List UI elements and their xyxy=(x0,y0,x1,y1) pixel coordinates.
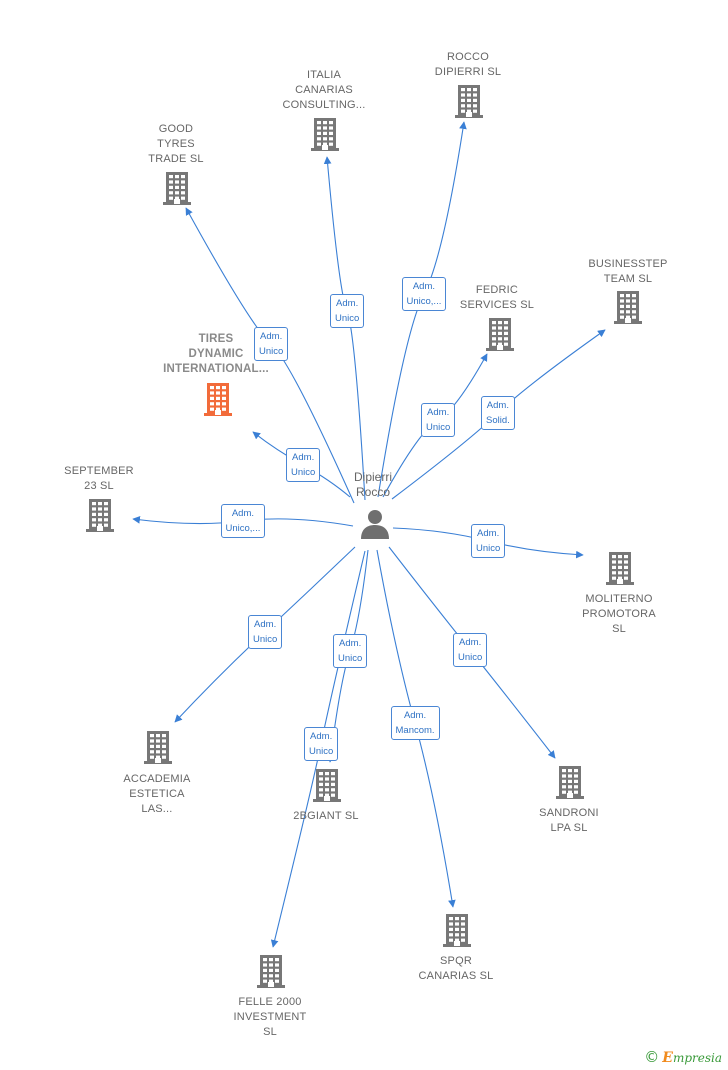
copyright-footer: ©Empresia xyxy=(644,1048,722,1066)
company-label-2bgiant[interactable]: 2BGIANT SL xyxy=(293,810,359,822)
building-icon[interactable] xyxy=(203,381,233,417)
company-label-fedric[interactable]: FEDRIC SERVICES SL xyxy=(459,284,535,311)
company-label-tires-dynamic[interactable]: TIRES DYNAMIC INTERNATIONAL... xyxy=(163,333,269,375)
company-label-rocco-dipierri[interactable]: ROCCO DIPIERRI SL xyxy=(434,51,502,78)
edge-label-fedric[interactable]: Adm. Unico xyxy=(421,403,456,437)
building-icon[interactable] xyxy=(256,953,286,989)
building-icon[interactable] xyxy=(442,912,472,948)
building-icon[interactable] xyxy=(162,170,192,206)
company-label-businessstep[interactable]: BUSINESSTEP TEAM SL xyxy=(588,258,668,285)
brand-initial: E xyxy=(662,1050,673,1066)
company-label-moliterno[interactable]: MOLITERNO PROMOTORA SL xyxy=(582,593,656,635)
edge-label-tires-dynamic[interactable]: Adm. Unico xyxy=(286,448,321,482)
building-icon[interactable] xyxy=(143,729,173,765)
company-label-sandroni[interactable]: SANDRONI LPA SL xyxy=(539,807,599,834)
building-icon[interactable] xyxy=(613,289,643,325)
building-icon[interactable] xyxy=(485,316,515,352)
building-icon[interactable] xyxy=(310,116,340,152)
edge-label-september-23[interactable]: Adm. Unico,... xyxy=(220,504,266,538)
company-label-spqr[interactable]: SPQR CANARIAS SL xyxy=(418,955,494,982)
edge-label-businessstep[interactable]: Adm. Solid. xyxy=(481,396,515,430)
edge-label-sandroni[interactable]: Adm. Unico xyxy=(453,633,488,667)
edge-label-felle-2000[interactable]: Adm. Unico xyxy=(304,727,339,761)
building-icon[interactable] xyxy=(454,83,484,119)
company-label-italia-canarias[interactable]: ITALIA CANARIAS CONSULTING... xyxy=(282,69,366,111)
building-icon[interactable] xyxy=(85,497,115,533)
center-person-label: Dipierri Rocco xyxy=(353,470,392,499)
edge-label-rocco-dipierri[interactable]: Adm. Unico,... xyxy=(401,277,447,311)
building-icon[interactable] xyxy=(312,767,342,803)
brand-name: mpresia xyxy=(672,1051,722,1065)
person-icon[interactable] xyxy=(360,508,390,540)
copyright-icon: © xyxy=(644,1048,660,1066)
company-label-good-tyres[interactable]: GOOD TYRES TRADE SL xyxy=(148,123,204,165)
edge-label-spqr[interactable]: Adm. Mancom. xyxy=(390,706,440,740)
company-label-september-23[interactable]: SEPTEMBER 23 SL xyxy=(64,465,134,492)
building-icon[interactable] xyxy=(555,764,585,800)
building-icon[interactable] xyxy=(605,550,635,586)
edge-label-good-tyres[interactable]: Adm. Unico xyxy=(254,327,289,361)
edge-label-moliterno[interactable]: Adm. Unico xyxy=(471,524,506,558)
edge-label-accademia[interactable]: Adm. Unico xyxy=(248,615,283,649)
edge-label-italia-canarias[interactable]: Adm. Unico xyxy=(330,294,365,328)
edge-italia-canarias xyxy=(323,156,366,501)
edge-label-2bgiant[interactable]: Adm. Unico xyxy=(333,634,368,668)
company-label-felle-2000[interactable]: FELLE 2000 INVESTMENT SL xyxy=(233,996,307,1038)
company-label-accademia[interactable]: ACCADEMIA ESTETICA LAS... xyxy=(123,773,191,815)
